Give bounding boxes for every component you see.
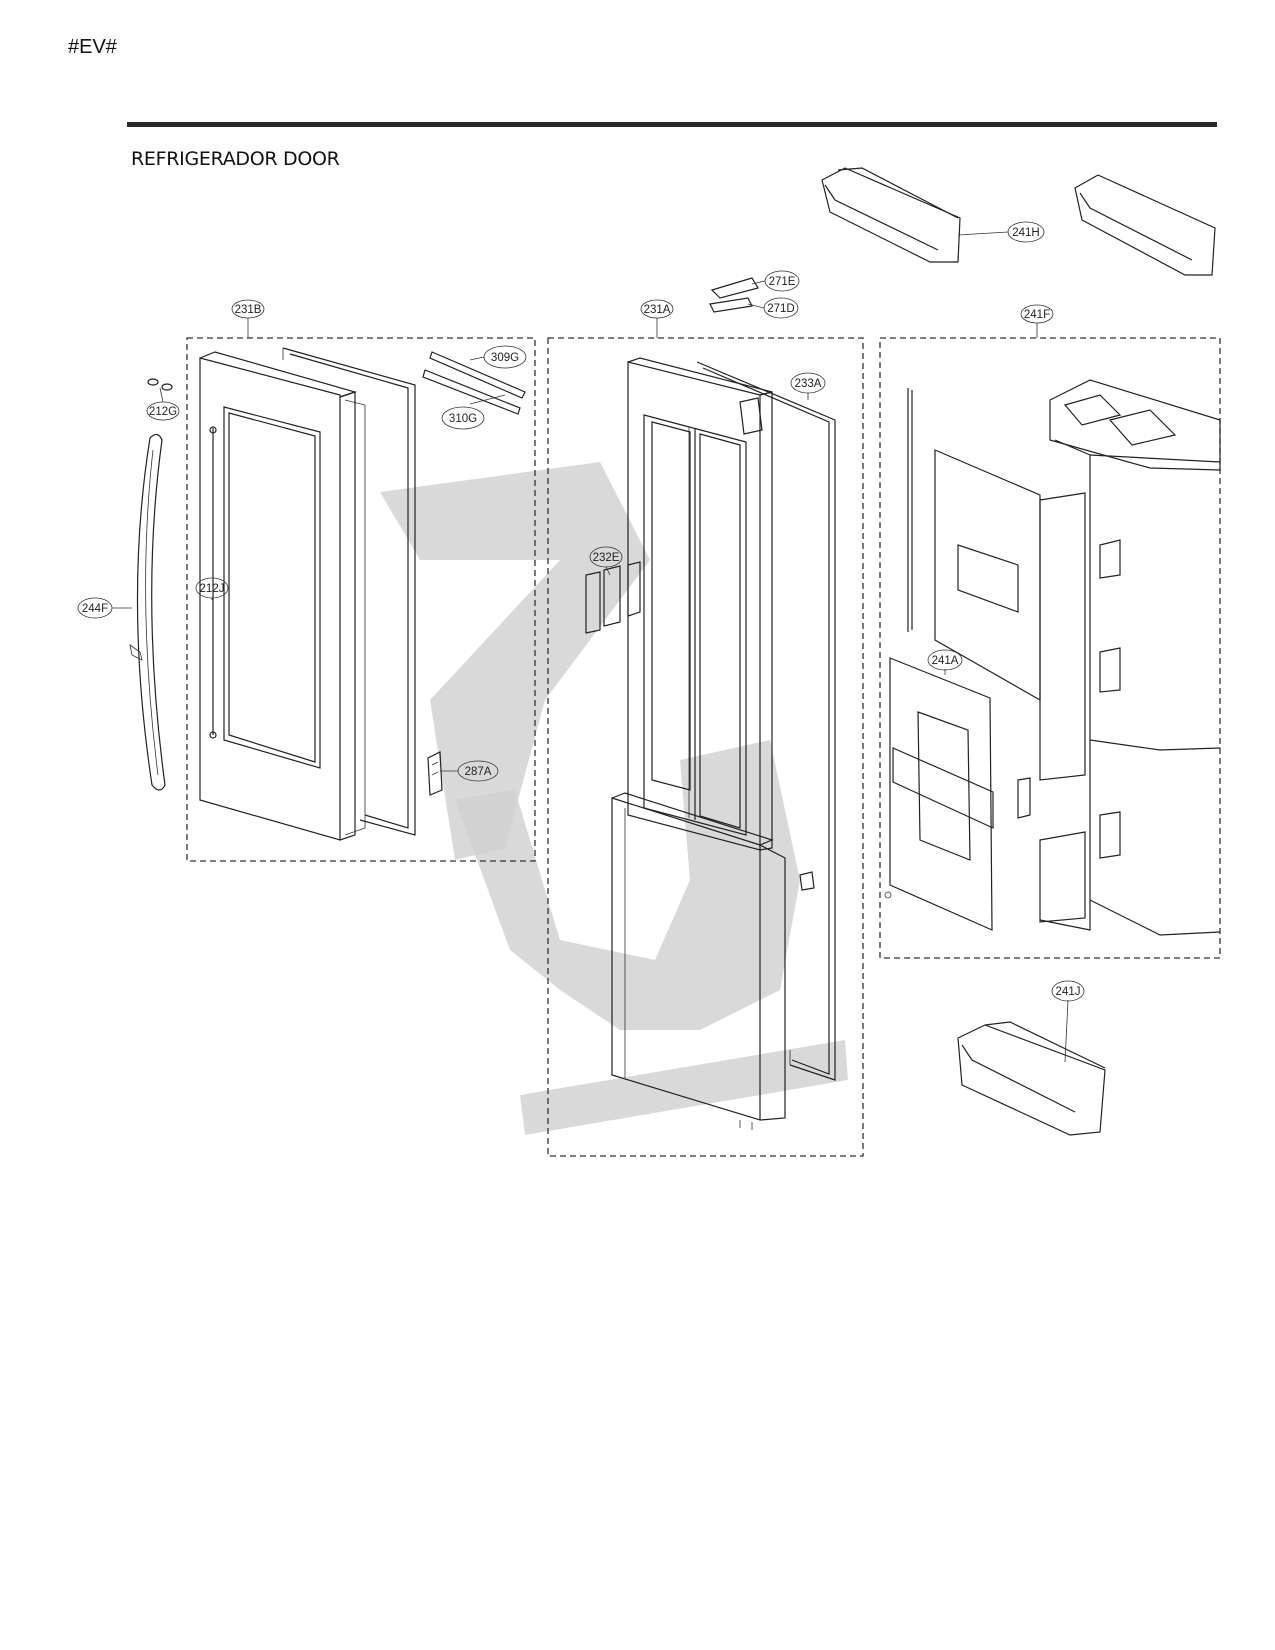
bin-241H-second [1074,174,1216,276]
page-code: #EV# [68,36,117,58]
bin-241J [957,1021,1106,1136]
hinge-271E-271D [709,277,759,313]
section-title: REFRIGERADOR DOOR [131,148,340,170]
top-rule [127,122,1217,127]
screws-212G [147,378,173,391]
bracket-287A [427,751,443,796]
callout-241F-label: 241F [1024,309,1050,321]
callout-241J-label: 241J [1056,986,1081,998]
callout-271D: 271D [763,297,799,319]
handle-244F [129,433,166,791]
callout-233A: 233A [790,372,826,394]
leader-lines [112,231,1069,1063]
door-231A [611,357,786,1130]
callout-309G-label: 309G [491,352,519,364]
callout-212J: 212J [195,577,229,599]
callout-309G: 309G [483,345,527,369]
callout-310G-label: 310G [449,413,477,425]
callout-232E: 232E [589,546,623,568]
inner-liner-241F [907,379,1221,936]
group-241F-boundary [879,337,1221,959]
door-231B [199,351,366,841]
callout-212G: 212G [146,401,180,421]
callout-271E-label: 271E [769,276,796,288]
cover-241A [884,657,994,931]
callout-231B: 231B [231,299,265,319]
watermark [380,462,848,1135]
callout-212J-label: 212J [200,583,225,595]
callout-241F: 241F [1020,304,1054,324]
callout-271E: 271E [764,270,800,292]
callout-232E-label: 232E [593,552,620,564]
callout-231A: 231A [640,299,674,319]
callout-310G: 310G [441,406,485,430]
callout-271D-label: 271D [767,303,795,315]
latch [799,871,815,891]
callout-233A-label: 233A [795,378,822,390]
callout-241A-label: 241A [932,655,959,667]
callout-231A-label: 231A [644,304,671,316]
group-231A-boundary [547,337,864,1157]
gasket-233A [696,361,836,1081]
gasket-231B [282,347,416,836]
callout-212G-label: 212G [149,406,177,418]
callout-244F: 244F [77,597,113,619]
switch-232E [585,561,641,634]
callout-241H: 241H [1007,221,1045,243]
bars-309G-310G [422,351,526,415]
callout-287A: 287A [457,760,499,782]
bin-241H [821,167,961,263]
callout-287A-label: 287A [465,766,492,778]
callout-241J: 241J [1051,980,1085,1002]
callout-231B-label: 231B [235,304,262,316]
callout-241A: 241A [927,649,963,671]
callout-241H-label: 241H [1012,227,1040,239]
group-231B-boundary [186,337,536,862]
callout-244F-label: 244F [82,603,108,615]
